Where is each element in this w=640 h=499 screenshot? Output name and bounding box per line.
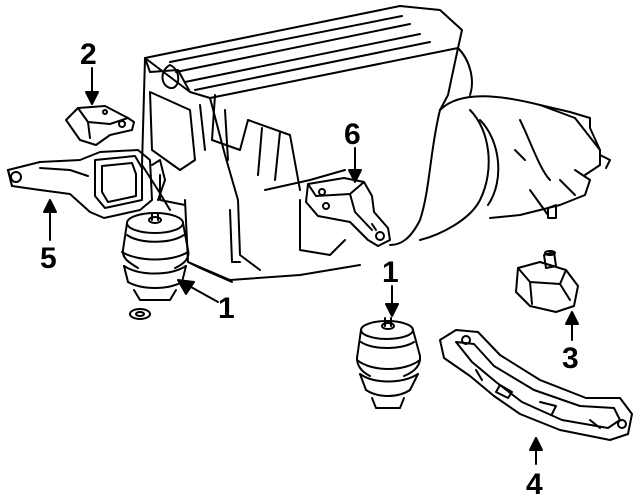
callout-label-4: 4 <box>526 468 543 499</box>
callout-arrows <box>43 67 579 465</box>
engine-mount-bracket-left <box>7 149 166 219</box>
engine-mount-left <box>121 212 190 320</box>
engine-mount-bracket-center <box>305 177 391 247</box>
callout-label-3: 3 <box>562 342 579 375</box>
callout-label-6: 6 <box>344 118 361 151</box>
engine-mount-bracket-upper <box>65 105 135 146</box>
callout-label-1-right: 1 <box>382 256 399 289</box>
callout-label-5: 5 <box>40 242 57 275</box>
engine-block <box>141 5 463 283</box>
engine-mount-right <box>356 317 422 409</box>
transmission-crossmember <box>439 329 633 441</box>
callout-label-2: 2 <box>80 38 97 71</box>
transmission-housing <box>389 47 611 246</box>
callout-label-1-left: 1 <box>218 292 235 325</box>
engine-mount-small-block <box>515 250 579 313</box>
